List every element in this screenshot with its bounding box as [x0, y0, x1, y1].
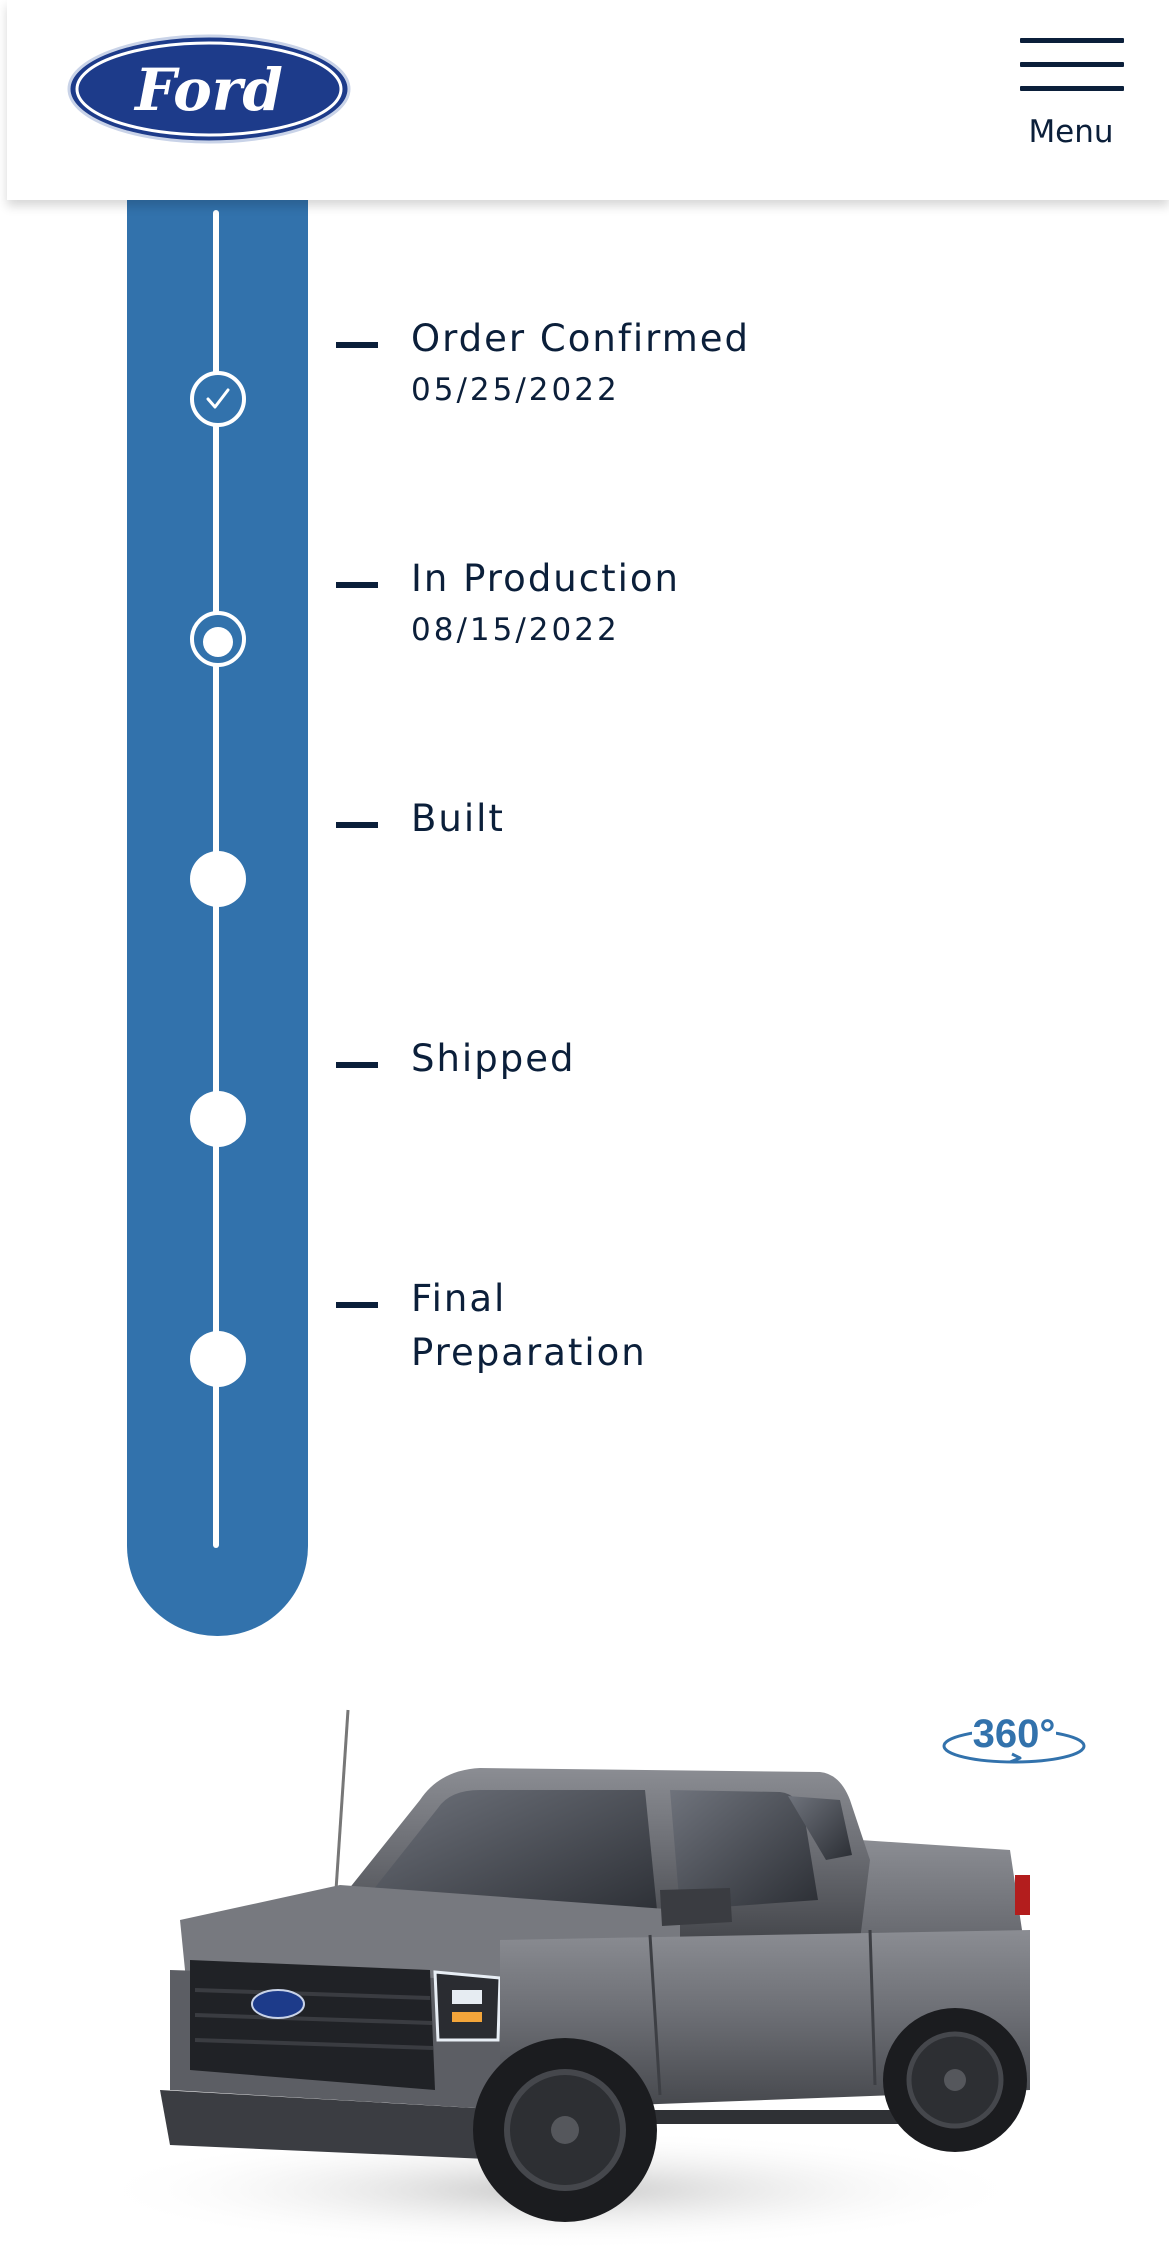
step-pending-icon [190, 1091, 246, 1147]
step-dash [336, 342, 378, 348]
vehicle-image[interactable] [40, 1690, 1130, 2258]
step-dash [336, 582, 378, 588]
step-date: 05/25/2022 [411, 372, 620, 408]
step-label: Final Preparation [411, 1277, 647, 1374]
menu-line-icon [1020, 38, 1124, 43]
menu-line-icon [1020, 62, 1124, 67]
menu-label: Menu [1028, 114, 1114, 150]
step-current-icon [190, 611, 246, 667]
logo-wordmark: Ford [133, 56, 283, 124]
ford-logo[interactable]: Ford [67, 34, 351, 144]
step-complete-icon [190, 371, 246, 427]
step-dash [336, 822, 378, 828]
progress-tracker-bar [127, 190, 308, 1636]
step-label: Order Confirmed [411, 317, 750, 360]
step-pending-icon [190, 1331, 246, 1387]
step-dash [336, 1302, 378, 1308]
step-pending-icon [190, 851, 246, 907]
site-header: Ford Menu [7, 0, 1169, 200]
step-date: 08/15/2022 [411, 612, 620, 648]
view-360-label: 360° [973, 1712, 1056, 1756]
menu-line-icon [1020, 86, 1124, 91]
step-label: Built [411, 797, 505, 840]
step-dash [336, 1062, 378, 1068]
step-label: Shipped [411, 1037, 576, 1080]
step-label: In Production [411, 557, 680, 600]
view-360-button[interactable]: 360° [940, 1710, 1088, 1772]
menu-button[interactable]: Menu [1007, 36, 1127, 156]
